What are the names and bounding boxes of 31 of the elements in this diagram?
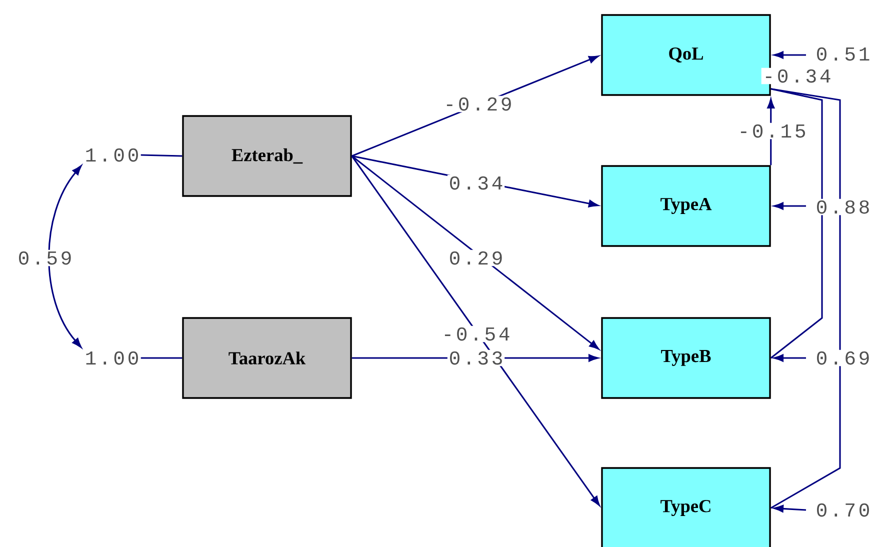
edge-label: -0.34 <box>761 68 833 84</box>
variable-box: QoL <box>601 14 771 96</box>
variable-box: TypeC <box>601 467 771 547</box>
variable-box: TypeA <box>601 165 771 247</box>
connector-line <box>140 154 182 157</box>
edge-label: -0.15 <box>736 122 808 140</box>
variable-box: TaarozAk <box>182 317 352 399</box>
arrow <box>351 156 600 506</box>
edge-label: 0.34 <box>447 174 505 192</box>
connector-line <box>770 88 823 359</box>
arrow <box>774 504 806 512</box>
edge-label: -0.29 <box>442 96 514 112</box>
value-label: 1.00 <box>86 351 138 365</box>
arrow <box>774 51 806 59</box>
edge-label: 0.70 <box>814 502 872 518</box>
double-arrow <box>48 165 82 348</box>
arrow <box>774 354 806 362</box>
edge-label: 0.29 <box>447 250 505 266</box>
edge-label: -0.54 <box>440 326 512 342</box>
arrow <box>774 202 806 210</box>
variable-box: TypeB <box>601 317 771 399</box>
connector-line <box>770 88 841 509</box>
value-label: 1.00 <box>86 148 138 162</box>
edge-label: 0.59 <box>16 250 74 266</box>
edge-label: 0.51 <box>814 46 872 62</box>
edge-label: 0.88 <box>814 198 872 216</box>
connector-line <box>140 357 182 359</box>
edge-label: 0.33 <box>447 350 505 366</box>
arrow <box>351 155 600 350</box>
edge-label: 0.69 <box>814 350 872 366</box>
variable-box: Ezterab_ <box>182 115 352 197</box>
